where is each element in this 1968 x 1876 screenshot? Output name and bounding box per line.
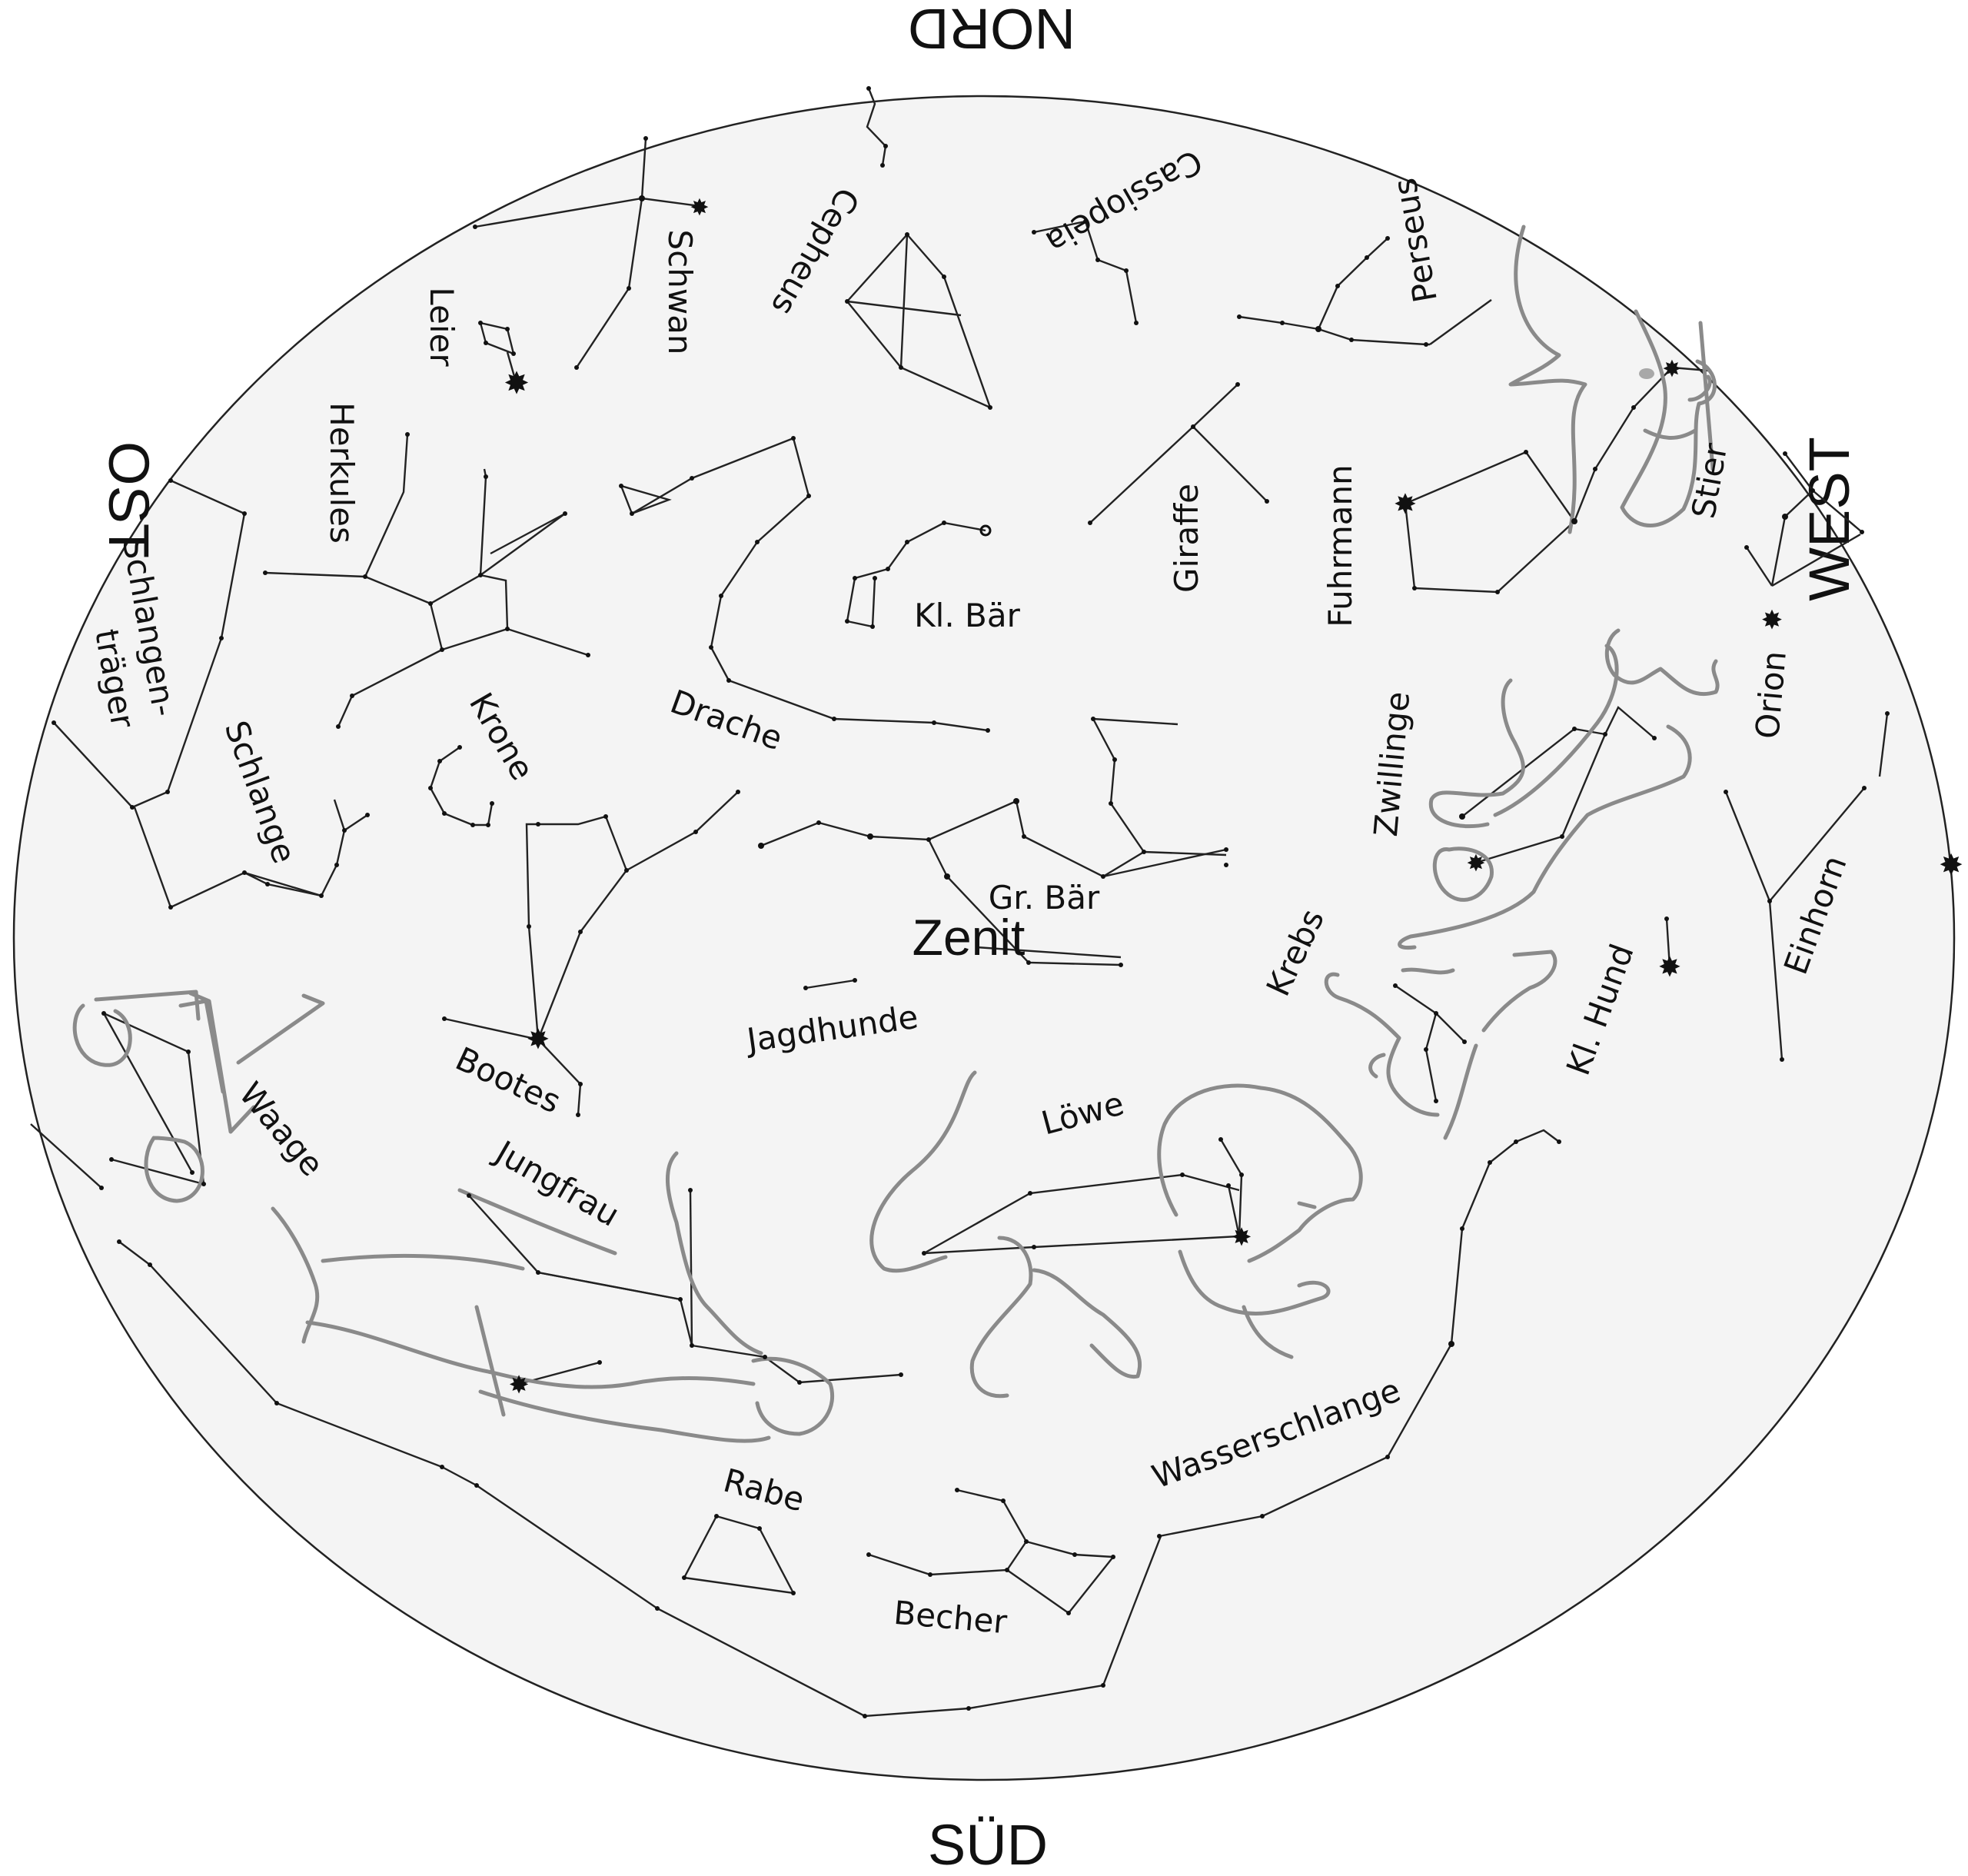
schlangentraeger-lines bbox=[53, 479, 246, 809]
gr-baer-lines bbox=[760, 717, 1178, 878]
cepheus-chain bbox=[866, 88, 887, 166]
orion-lines bbox=[1770, 453, 1814, 587]
jagdhunde-lines bbox=[805, 979, 856, 990]
loewe-figure bbox=[869, 1070, 1363, 1399]
label-fuhrmann: Fuhrmann bbox=[1321, 464, 1359, 627]
bright-stars: ✸ ✸ ✸ ✸ ✸ ✸ ✸ ✸ ✸ ✸ ✸ bbox=[504, 195, 1963, 1399]
fuhrmann-lines bbox=[1404, 451, 1576, 594]
figure-outlines bbox=[72, 225, 1720, 1443]
label-leier: Leier bbox=[423, 287, 460, 367]
svg-text:✸: ✸ bbox=[1761, 605, 1784, 636]
schwan-spine bbox=[575, 138, 647, 368]
direction-north: NORD bbox=[908, 0, 1075, 61]
krebs-figure bbox=[1324, 950, 1557, 1140]
label-gr-baer: Gr. Bär bbox=[989, 879, 1100, 916]
svg-text:✸: ✸ bbox=[1658, 952, 1681, 983]
svg-text:✸: ✸ bbox=[504, 366, 530, 401]
sky-disk bbox=[12, 95, 1956, 1781]
stier-figure bbox=[1508, 225, 1717, 534]
label-schwan: Schwan bbox=[661, 229, 699, 354]
kl-hund-lines bbox=[1665, 918, 1671, 968]
svg-text:✸: ✸ bbox=[1394, 489, 1417, 521]
label-kl-baer: Kl. Bär bbox=[914, 597, 1020, 634]
perseus-branch bbox=[1317, 238, 1388, 330]
schlange-lines bbox=[244, 814, 368, 897]
direction-west: WEST bbox=[1797, 437, 1861, 601]
stars bbox=[52, 86, 1890, 1718]
label-herkules: Herkules bbox=[323, 402, 361, 544]
svg-text:✸: ✸ bbox=[527, 1024, 550, 1056]
svg-text:✸: ✸ bbox=[1232, 1222, 1252, 1252]
direction-east: OST bbox=[97, 441, 161, 558]
cepheus-body bbox=[846, 233, 992, 410]
kl-baer-lines bbox=[846, 521, 986, 628]
svg-text:✸: ✸ bbox=[1939, 848, 1963, 882]
waage-figure bbox=[72, 990, 325, 1203]
direction-south: SÜD bbox=[928, 1813, 1048, 1876]
waage-lines bbox=[103, 1012, 205, 1186]
svg-text:✸: ✸ bbox=[1662, 356, 1681, 383]
label-giraffe: Giraffe bbox=[1168, 484, 1205, 593]
zwillinge-figure bbox=[1398, 628, 1720, 950]
label-orion: Orion bbox=[1748, 650, 1793, 740]
svg-text:✸: ✸ bbox=[509, 1370, 530, 1399]
jungfrau-figure bbox=[271, 1151, 835, 1443]
krebs-lines bbox=[1395, 985, 1438, 1102]
svg-text:✸: ✸ bbox=[1466, 850, 1485, 877]
svg-text:✸: ✸ bbox=[690, 195, 709, 221]
label-zenit: Zenit bbox=[913, 909, 1026, 966]
